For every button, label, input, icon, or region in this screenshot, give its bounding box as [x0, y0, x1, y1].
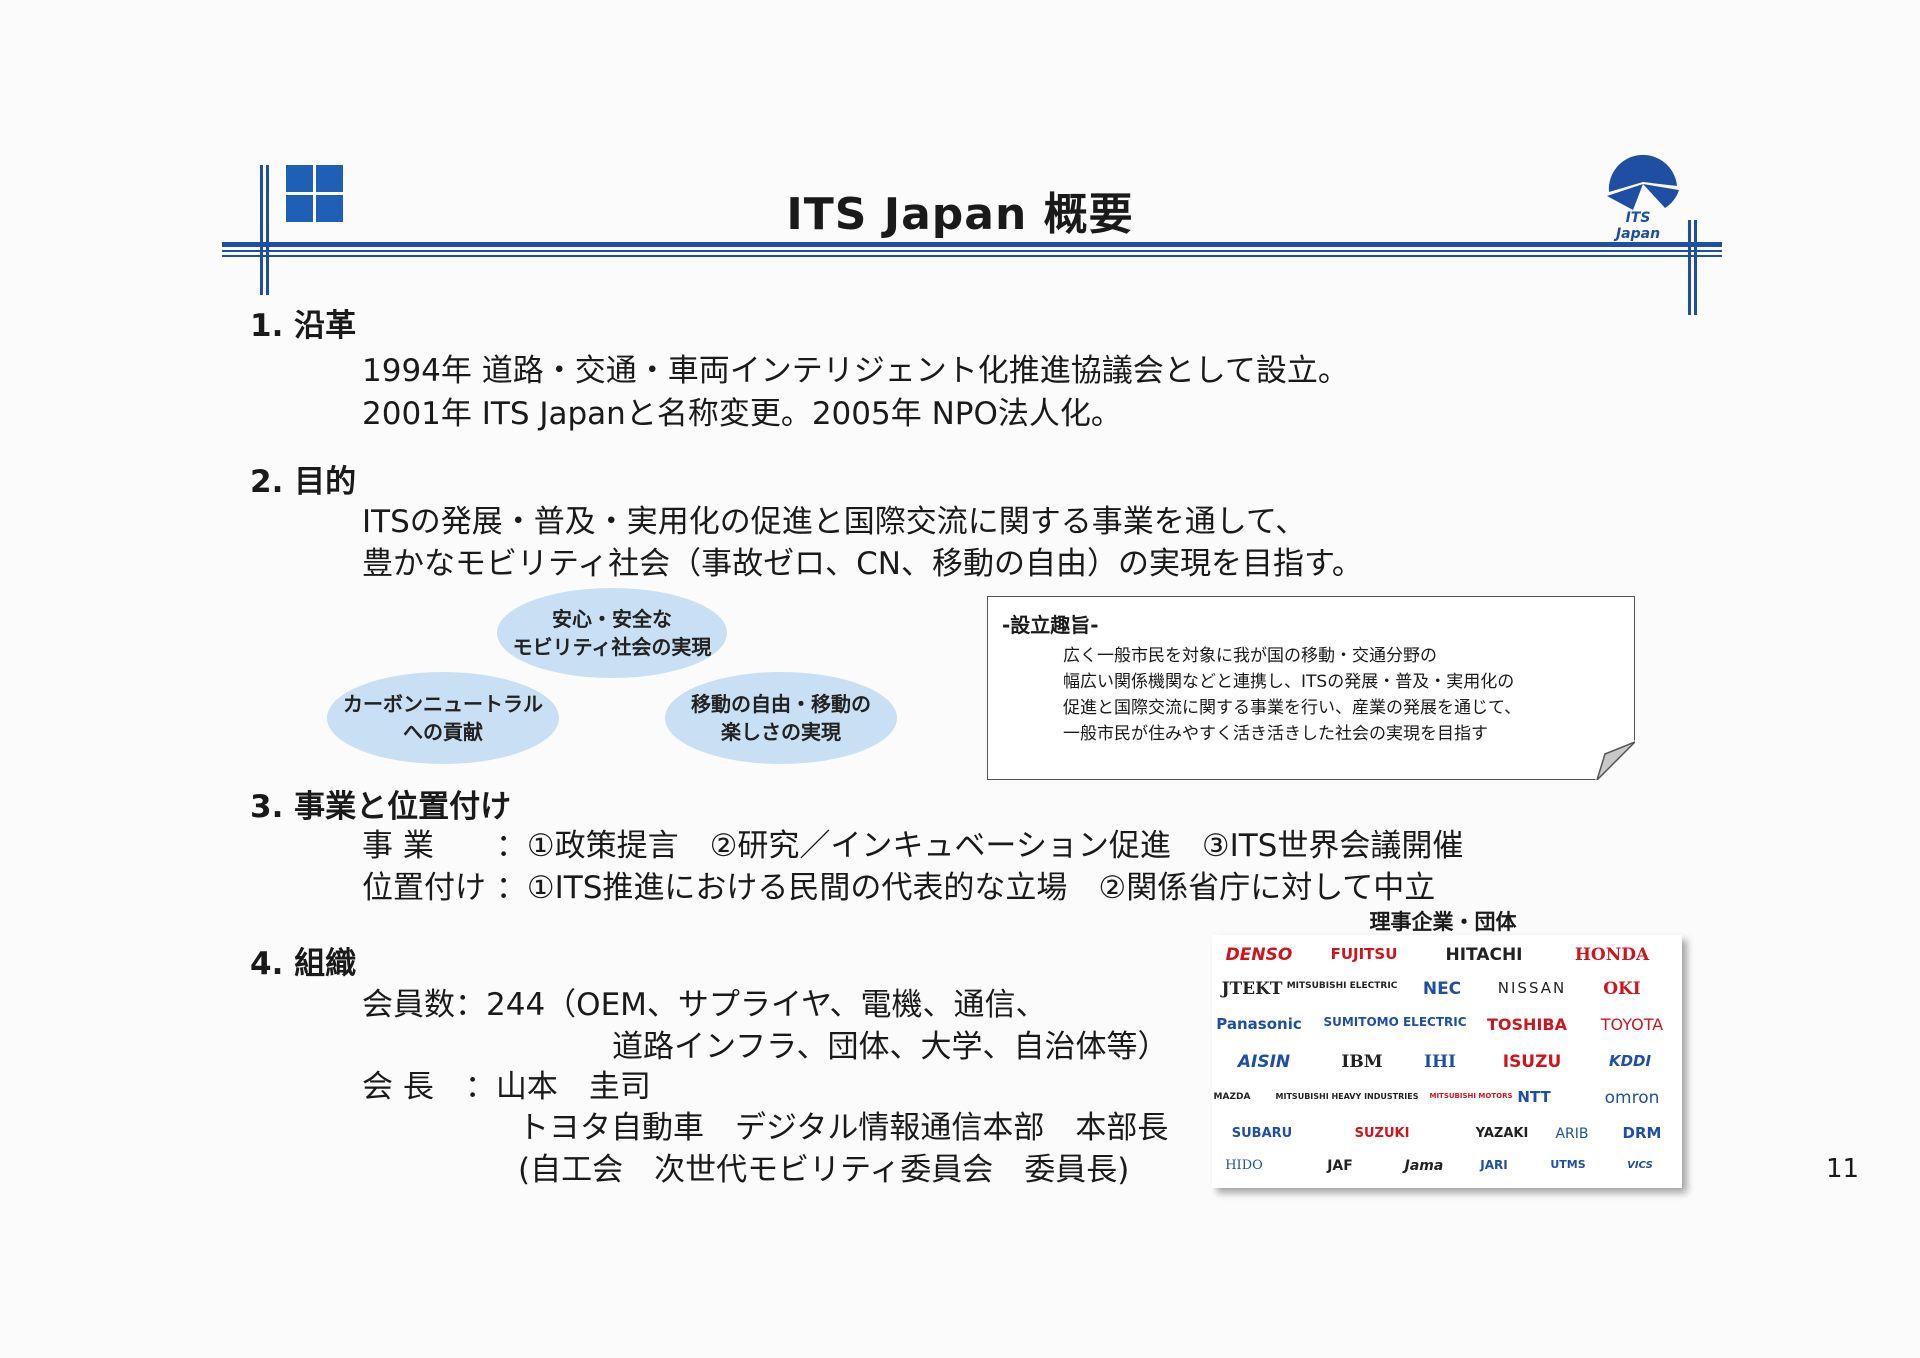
- section-heading-history: 1. 沿革: [250, 308, 357, 344]
- history-line-1: 1994年 道路・交通・車両インテリジェント化推進協議会として設立。: [362, 353, 1349, 389]
- logo-mitsubishi-motors: MITSUBISHI MOTORS: [1429, 1092, 1513, 1100]
- logo-omron: omron: [1604, 1088, 1660, 1108]
- logo-jama: Jama: [1404, 1158, 1444, 1174]
- purpose-line-1: ITSの発展・普及・実用化の促進と国際交流に関する事業を通して、: [362, 504, 1307, 540]
- goal-bubble-mobility-freedom: 移動の自由・移動の 楽しさの実現: [665, 672, 897, 764]
- business-line-1: 事 業 ：①政策提言 ②研究／インキュベーション促進 ③ITS世界会議開催: [362, 828, 1464, 864]
- member-logos-panel: DENSO FUJITSU HITACHI HONDA JTEKT MITSUB…: [1212, 935, 1682, 1188]
- logo-hitachi: HITACHI: [1445, 945, 1523, 965]
- section-heading-purpose: 2. 目的: [250, 464, 357, 500]
- logo-honda: HONDA: [1574, 945, 1650, 965]
- note-text: 広く一般市民を対象に我が国の移動・交通分野の 幅広い関係機関などと連携し、ITS…: [1063, 646, 1522, 744]
- logo-ibm: IBM: [1341, 1052, 1383, 1072]
- founding-purpose-note: -設立趣旨- 広く一般市民を対象に我が国の移動・交通分野の 幅広い関係機関などと…: [987, 596, 1635, 780]
- purpose-line-2: 豊かなモビリティ社会（事故ゼロ、CN、移動の自由）の実現を目指す。: [362, 546, 1363, 582]
- logo-hido: HIDO: [1225, 1158, 1263, 1173]
- goal-bubble-carbon-neutral: カーボンニュートラル への貢献: [327, 672, 559, 764]
- logo-arib: ARIB: [1555, 1126, 1589, 1142]
- logo-suzuki: SUZUKI: [1354, 1126, 1410, 1141]
- members-title: 理事企業・団体: [1369, 910, 1517, 934]
- logo-kddi: KDDI: [1608, 1052, 1652, 1070]
- page-title: ITS Japan 概要: [786, 189, 1134, 240]
- note-heading: -設立趣旨-: [1002, 613, 1099, 637]
- logo-isuzu: ISUZU: [1502, 1052, 1562, 1072]
- section-heading-business: 3. 事業と位置付け: [250, 789, 512, 825]
- logo-vics: VICS: [1627, 1160, 1653, 1171]
- page-number: 11: [1826, 1154, 1860, 1184]
- logo-nec: NEC: [1422, 979, 1462, 999]
- logo-yazaki: YAZAKI: [1475, 1126, 1529, 1141]
- page-curl-icon: [1595, 740, 1635, 780]
- logo-subaru: SUBARU: [1231, 1126, 1293, 1141]
- logo-jari: JARI: [1480, 1158, 1508, 1172]
- logo-nissan: NISSAN: [1497, 979, 1567, 997]
- logo-sumitomo-electric: SUMITOMO ELECTRIC: [1323, 1015, 1467, 1029]
- section-heading-organization: 4. 組織: [250, 946, 357, 982]
- logo-jtekt: JTEKT: [1221, 979, 1283, 999]
- its-japan-logo-icon: [1607, 154, 1679, 210]
- org-line-chairman-role: (自工会 次世代モビリティ委員会 委員長): [518, 1152, 1130, 1188]
- logo-mazda: MAZDA: [1213, 1092, 1251, 1102]
- history-line-2: 2001年 ITS Japanと名称変更。2005年 NPO法人化。: [362, 396, 1122, 432]
- business-line-2: 位置付け ：①ITS推進における民間の代表的な立場 ②関係省庁に対して中立: [362, 870, 1436, 906]
- logo-jaf: JAF: [1327, 1158, 1353, 1174]
- org-line-members-cont: 道路インフラ、団体、大学、自治体等）: [612, 1029, 1169, 1065]
- org-line-chairman: 会 長 ：山本 圭司: [362, 1069, 651, 1105]
- logo-panasonic: Panasonic: [1216, 1015, 1302, 1033]
- logo-denso: DENSO: [1225, 945, 1293, 965]
- its-japan-logo-text: ITS Japan: [1615, 210, 1661, 242]
- logo-drm: DRM: [1622, 1124, 1662, 1142]
- org-line-chairman-title: トヨタ自動車 デジタル情報通信本部 本部長: [518, 1110, 1169, 1146]
- logo-oki: OKI: [1603, 979, 1641, 999]
- logo-utms: UTMS: [1550, 1158, 1586, 1171]
- logo-ihi: IHI: [1424, 1052, 1456, 1072]
- logo-toshiba: TOSHIBA: [1487, 1015, 1567, 1034]
- logo-mitsubishi-heavy-industries: MITSUBISHI HEAVY INDUSTRIES: [1275, 1092, 1419, 1101]
- logo-toyota: TOYOTA: [1600, 1015, 1664, 1034]
- logo-aisin: AISIN: [1237, 1052, 1291, 1072]
- logo-mitsubishi-electric: MITSUBISHI ELECTRIC: [1286, 981, 1398, 991]
- logo-fujitsu: FUJITSU: [1330, 945, 1398, 963]
- goal-bubble-safety: 安心・安全な モビリティ社会の実現: [497, 588, 727, 678]
- logo-ntt: NTT: [1517, 1088, 1551, 1106]
- org-line-members: 会員数：244（OEM、サプライヤ、電機、通信、: [362, 987, 1047, 1023]
